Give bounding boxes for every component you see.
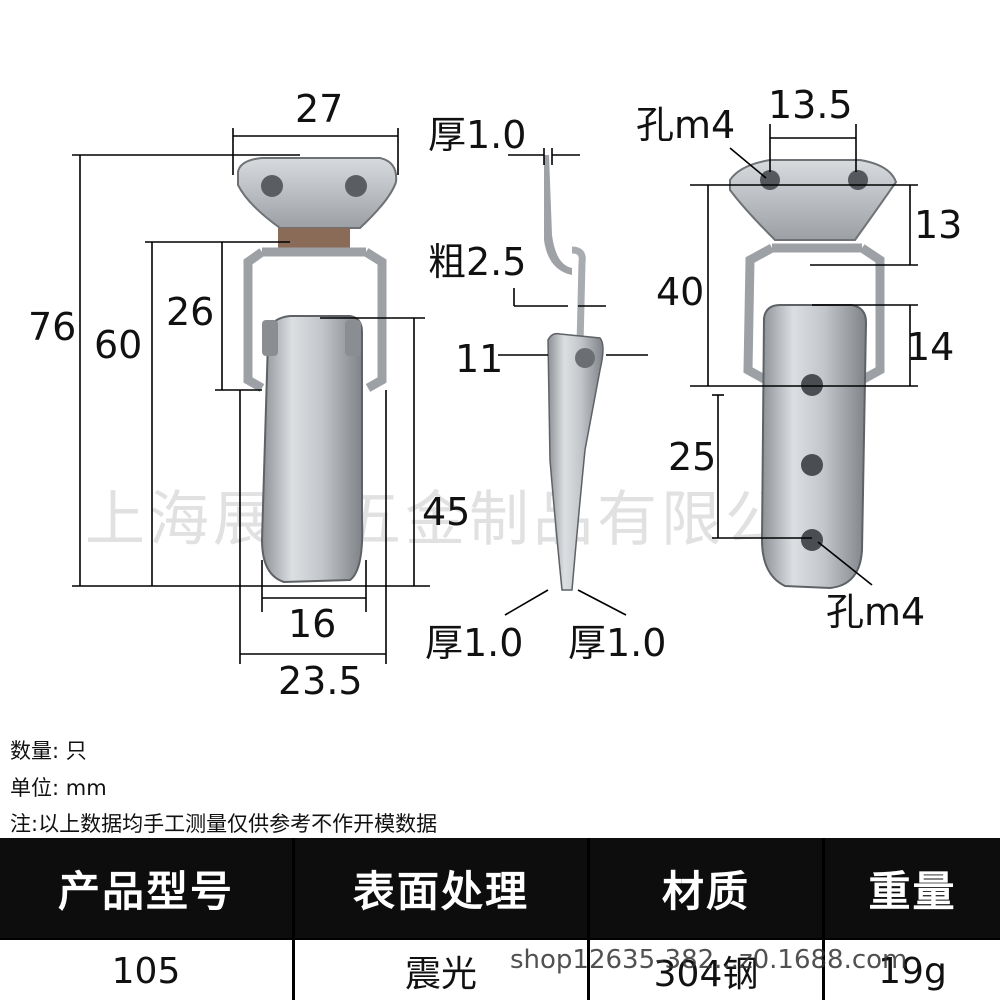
header-surface: 表面处理 <box>295 838 587 938</box>
back-plate-hole-right <box>848 170 868 190</box>
back-upper-height-label: 40 <box>656 270 704 314</box>
dim-hook-width: 16 <box>288 602 336 646</box>
back-plate-hole-left <box>760 170 780 190</box>
quantity-info: 数量: 只 <box>10 739 87 763</box>
shop-url-watermark: shop12635-382...z0.1688.com <box>510 945 908 975</box>
side-body <box>547 332 604 591</box>
back-hole-pitch-label: 25 <box>668 435 716 479</box>
cell-material: 304钢 <box>590 938 822 1002</box>
front-pivot-left <box>262 320 278 356</box>
side-depth-label: 11 <box>455 337 503 381</box>
spec-table: 产品型号 表面处理 材质 重量 105 震光 304钢 19g <box>0 838 1000 1002</box>
back-mid-height-label: 14 <box>906 325 954 369</box>
measurement-note: 注:以上数据均手工测量仅供参考不作开模数据 <box>10 812 438 836</box>
front-view <box>237 157 398 584</box>
front-pivot-right <box>345 320 361 356</box>
latch-dimension-diagram: 上海展粤五金制品有限公司 27 76 60 26 45 <box>28 83 962 703</box>
table-divider <box>292 838 295 1000</box>
dim-lower-height: 45 <box>422 490 470 534</box>
side-view <box>544 155 604 591</box>
back-hole-spacing-label: 13.5 <box>768 83 853 127</box>
header-material: 材质 <box>590 838 822 938</box>
watermark: 上海展粤五金制品有限公司 <box>85 485 853 555</box>
back-top-plate <box>729 159 898 241</box>
header-model: 产品型号 <box>0 838 292 938</box>
dim-body-width: 23.5 <box>278 659 363 703</box>
back-body-hole-3 <box>801 529 823 551</box>
back-body-hole-1 <box>801 374 823 396</box>
front-plate-hole-left <box>261 175 283 197</box>
side-top-thickness-label: 厚1.0 <box>428 113 526 157</box>
dim-body-height: 60 <box>94 323 142 367</box>
front-wire-loop <box>243 248 387 392</box>
side-dimensions: 厚1.0 粗2.5 11 厚1.0 厚1.0 <box>425 113 666 665</box>
side-top-plate <box>544 155 572 275</box>
unit-info: 单位: mm <box>10 776 107 800</box>
back-body-hole-2 <box>801 454 823 476</box>
table-divider <box>822 838 825 1000</box>
side-bottom-right-label: 厚1.0 <box>568 621 666 665</box>
cell-surface: 震光 <box>295 938 587 1002</box>
cell-weight: 19g <box>825 938 1000 1002</box>
side-pivot <box>575 348 595 368</box>
side-bottom-left-label: 厚1.0 <box>425 621 523 665</box>
front-top-plate <box>237 157 398 229</box>
front-plate-hole-right <box>345 175 367 197</box>
back-body <box>760 304 868 590</box>
back-view <box>729 159 898 590</box>
back-dimensions: 孔m4 13.5 13 40 14 25 孔m4 <box>636 83 962 634</box>
cell-model: 105 <box>0 938 292 1002</box>
table-divider <box>587 838 590 1000</box>
back-bottom-hole-label: 孔m4 <box>826 590 925 634</box>
dim-wire-height: 26 <box>166 290 214 334</box>
front-dimensions: 27 76 60 26 45 16 23.5 <box>28 87 470 703</box>
header-weight: 重量 <box>825 838 1000 938</box>
dim-total-height: 76 <box>28 305 76 349</box>
side-wire-label: 粗2.5 <box>428 240 526 284</box>
front-body <box>260 315 364 584</box>
back-top-hole-label: 孔m4 <box>636 103 735 147</box>
back-plate-height-label: 13 <box>914 203 962 247</box>
back-wire-loop <box>743 244 885 384</box>
dim-top-width: 27 <box>295 87 343 131</box>
